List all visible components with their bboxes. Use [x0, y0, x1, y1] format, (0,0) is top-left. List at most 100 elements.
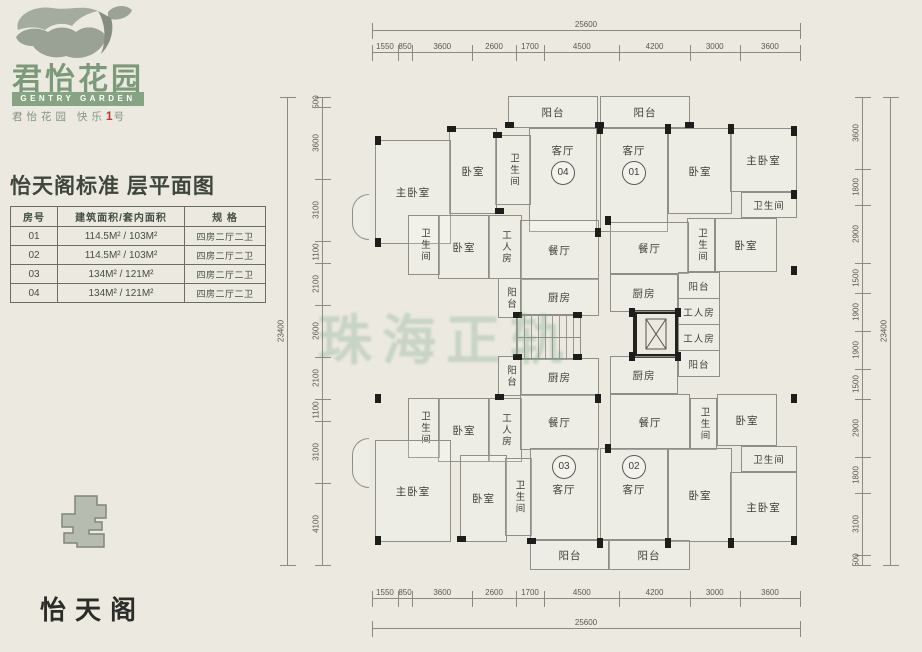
- dim-tick: [280, 565, 296, 566]
- dim-label: 1500: [851, 375, 861, 393]
- room-bath2-unit04: 卫生间: [408, 215, 440, 275]
- dim-tick: [855, 565, 871, 566]
- room-balcony-unit02: 阳台: [608, 540, 690, 570]
- room-label: 客厅: [622, 145, 646, 157]
- room-label: 阳台: [688, 359, 710, 371]
- dim-tick: [315, 565, 331, 566]
- room-label: 卧室: [735, 414, 759, 427]
- wall-marker: [791, 394, 797, 403]
- dim-label: 1900: [851, 303, 861, 321]
- floor-plan: 阳台 客厅 04 卫生间 卧室 主卧室 卫生间 卧室 工人房 餐厅 阳台 厨房 …: [352, 88, 805, 572]
- room-living-unit02: 客厅 02: [600, 448, 668, 540]
- stairs: [516, 314, 581, 360]
- wall-marker: [513, 312, 522, 318]
- room-bedroom2-unit03: 卧室: [460, 455, 507, 542]
- tagline-suffix: 号: [113, 111, 129, 123]
- room-label: 阳台: [633, 106, 657, 119]
- dim-label: 3600: [433, 588, 452, 597]
- dim-label: 3100: [311, 443, 321, 461]
- room-maid-unit03: 工人房: [488, 398, 522, 462]
- room-master-unit02: 主卧室: [730, 472, 797, 542]
- dim-label: 2600: [485, 42, 503, 51]
- room-label: 卫生间: [753, 455, 785, 466]
- room-label: 工人房: [500, 412, 511, 448]
- dim-tick: [544, 45, 546, 61]
- dim-label: 4500: [572, 42, 591, 51]
- dim-label: 23400: [879, 319, 889, 343]
- dim-tick: [315, 305, 331, 306]
- wall-marker: [728, 124, 734, 134]
- room-label: 厨房: [548, 291, 571, 304]
- dim-label: 850: [398, 42, 412, 51]
- dim-tick: [315, 483, 331, 484]
- unit-table: 房号 建筑面积/套内面积 规 格 01 114.5M² / 103M² 四房二厅…: [10, 206, 266, 303]
- dim-label: 1700: [521, 588, 539, 597]
- room-label: 阳台: [505, 286, 516, 310]
- dim-label: 1700: [521, 42, 539, 51]
- wall-marker: [573, 312, 582, 318]
- dim-label: 4100: [311, 515, 321, 533]
- dim-chain-bottom-total: 25600: [372, 618, 801, 637]
- dim-tick: [515, 591, 517, 607]
- wall-marker: [605, 216, 611, 225]
- dim-tick: [315, 421, 331, 422]
- wall-marker: [505, 122, 514, 128]
- dim-chain-left-total: 23400: [277, 97, 296, 566]
- leaf-logo-icon: [16, 6, 132, 58]
- table-row: 02 114.5M² / 103M² 四房二厅二卫: [10, 245, 266, 265]
- dim-label: 3000: [705, 42, 724, 51]
- col-area: 建筑面积/套内面积: [57, 206, 185, 227]
- table-row: 01 114.5M² / 103M² 四房二厅二卫: [10, 226, 266, 246]
- dim-label: 2900: [851, 225, 861, 243]
- room-bath2-unit03: 卫生间: [505, 458, 532, 536]
- tagline-garden: 君怡花园: [12, 111, 70, 123]
- col-spec: 规 格: [184, 206, 266, 227]
- dim-tick: [315, 97, 331, 98]
- wall-marker: [493, 132, 502, 138]
- room-label: 主卧室: [395, 186, 431, 199]
- page-title: 怡天阁标准 层平面图: [10, 175, 215, 198]
- dim-tick: [372, 621, 373, 637]
- room-balcony-unit03: 阳台: [530, 540, 610, 570]
- dim-tick: [412, 45, 414, 61]
- dim-tick: [855, 457, 871, 458]
- dim-tick: [412, 591, 414, 607]
- wall-marker: [629, 308, 635, 317]
- wall-marker: [629, 352, 635, 361]
- dim-label: 4500: [572, 588, 591, 597]
- room-living-unit01: 客厅 01: [600, 128, 668, 232]
- room-bedroom-unit03: 卧室: [438, 398, 490, 462]
- dim-label: 1550: [376, 588, 394, 597]
- dim-tick: [883, 97, 899, 98]
- wall-marker: [375, 394, 381, 403]
- wall-marker: [375, 536, 381, 545]
- wall-marker: [447, 126, 456, 132]
- room-label: 卫生间: [696, 227, 707, 263]
- dim-label: 2900: [851, 419, 861, 437]
- room-master-unit01: 主卧室: [730, 128, 797, 192]
- cell-spec: 四房二厅二卫: [184, 226, 266, 246]
- wall-marker: [495, 394, 504, 400]
- dim-label: 2100: [311, 275, 321, 293]
- room-maid-unit04: 工人房: [488, 215, 522, 279]
- dim-tick: [800, 621, 801, 637]
- dim-chain-right-total: 23400: [880, 97, 899, 566]
- room-label: 主卧室: [746, 501, 781, 514]
- unit-number-03: 03: [552, 455, 576, 479]
- dim-label: 850: [398, 588, 412, 597]
- room-bath2-unit02: 卫生间: [741, 446, 797, 472]
- room-label: 厨房: [548, 371, 571, 384]
- room-bath-unit03: 卫生间: [408, 398, 440, 458]
- room-master-unit03: 主卧室: [375, 440, 451, 542]
- dim-tick: [397, 591, 399, 607]
- dim-label: 3600: [761, 588, 779, 597]
- room-balcony-small-unit04: 阳台: [498, 278, 522, 318]
- room-dining-unit03: 餐厅: [520, 394, 599, 450]
- unit-number-01: 01: [622, 161, 646, 185]
- dim-tick: [855, 169, 871, 170]
- dim-tick: [855, 493, 871, 494]
